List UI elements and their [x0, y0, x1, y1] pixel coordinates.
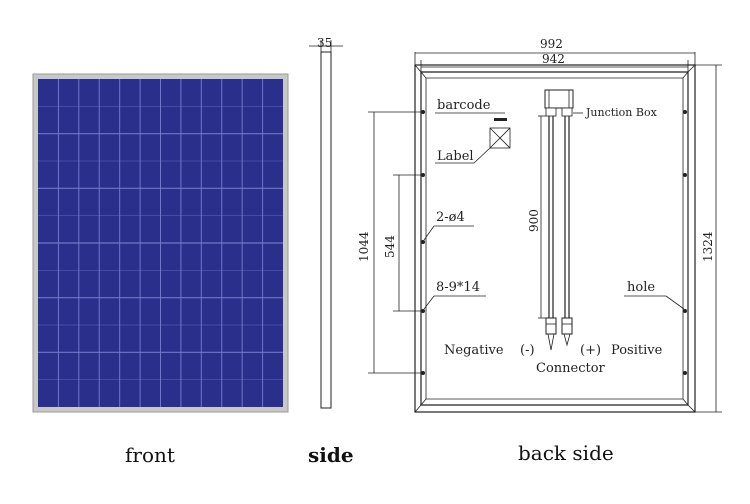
slot-holes-label: 8-9*14	[436, 280, 480, 295]
mount-hole	[421, 371, 425, 375]
height-dim: 1324	[701, 231, 715, 262]
front-view	[32, 73, 289, 413]
side-profile	[320, 51, 332, 409]
back-view: 992 942 1324 1044 544 barcode	[357, 37, 722, 413]
negative-label: Negative	[444, 343, 504, 358]
slot-hole	[683, 110, 687, 114]
back-caption: back side	[518, 441, 614, 465]
mount-span-dim: 1044	[357, 231, 371, 262]
barcode-mark	[494, 118, 507, 121]
slot-hole	[683, 173, 687, 177]
front-caption: front	[125, 443, 175, 467]
mount-holes-label: 2-ø4	[436, 210, 465, 225]
cables	[548, 116, 570, 318]
negative-connector	[545, 317, 557, 351]
slot-hole	[683, 371, 687, 375]
negative-sign: (-)	[520, 343, 535, 358]
outer-width-dim: 992	[540, 37, 563, 51]
slot-hole	[421, 240, 425, 244]
cell-grid	[38, 79, 283, 407]
mount-hole	[421, 110, 425, 114]
slot-hole	[421, 309, 425, 313]
junction-box-label: Junction Box	[585, 106, 658, 119]
side-caption: side	[308, 443, 354, 467]
slot-hole	[421, 173, 425, 177]
inner-width-dim: 942	[542, 52, 565, 66]
junction-box	[544, 89, 574, 117]
cable-length-dim: 900	[527, 209, 541, 232]
hole-span-dim: 544	[383, 235, 397, 258]
back-frame-outer	[414, 64, 696, 413]
positive-connector	[561, 317, 573, 347]
side-thickness-dim: 35	[317, 36, 332, 50]
label-box	[489, 127, 511, 149]
barcode-label: barcode	[437, 98, 491, 113]
label-label: Label	[437, 149, 474, 164]
slot-hole	[683, 309, 687, 313]
hole-label: hole	[627, 280, 655, 295]
connector-label: Connector	[536, 361, 606, 376]
positive-sign: (+)	[580, 343, 601, 358]
side-view: 35	[309, 36, 343, 409]
positive-label: Positive	[611, 343, 663, 358]
